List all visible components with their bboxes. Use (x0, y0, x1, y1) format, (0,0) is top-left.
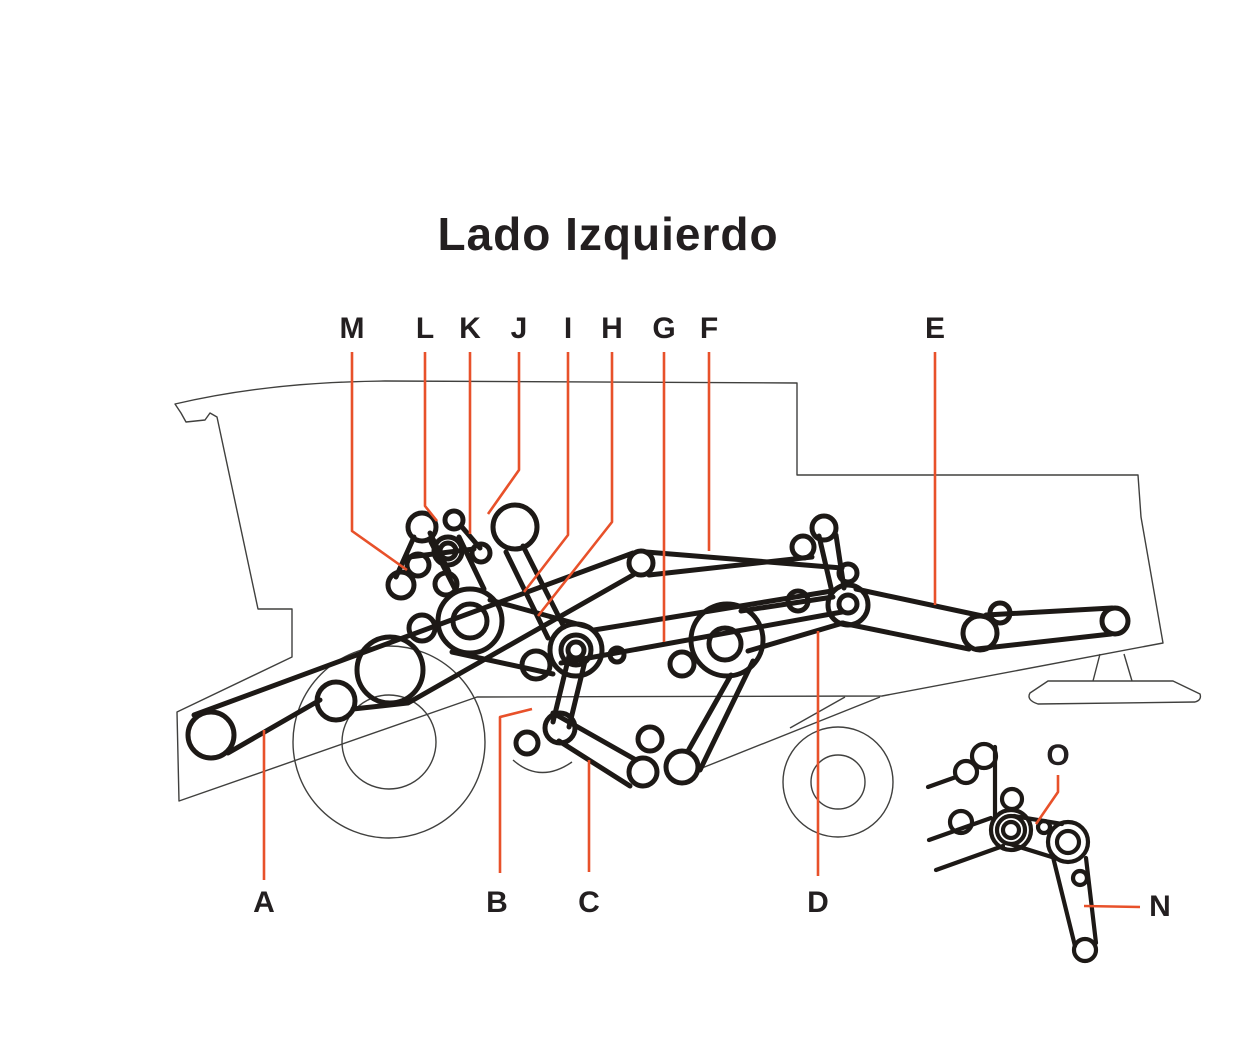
belt-d-lower (745, 620, 846, 654)
belt-e-run (839, 586, 1131, 653)
callout-label-B: B (486, 886, 508, 919)
callout-labels: M L K J I H G F E A B C D O N (253, 312, 1171, 923)
callout-label-F: F (700, 312, 718, 345)
belt-i-lower (503, 549, 551, 641)
combine-body-silhouette (174, 380, 1164, 802)
front-wheel (292, 645, 486, 839)
leader-line-M (350, 352, 408, 572)
center-multigroove-pulley (449, 543, 605, 682)
callout-label-G: G (652, 312, 675, 345)
callout-label-J: J (511, 312, 528, 345)
rear-wheel (782, 726, 894, 838)
callout-label-O: O (1046, 739, 1069, 772)
callout-label-L: L (416, 312, 434, 345)
leader-line-O (1034, 775, 1060, 825)
belt-f-long-run (626, 513, 845, 578)
leader-line-B (498, 707, 533, 873)
callout-label-M: M (340, 312, 365, 345)
callout-label-C: C (578, 886, 600, 919)
belt-a-feeder-drive (185, 550, 636, 761)
belt-c-serpentine (550, 658, 756, 789)
callout-label-H: H (601, 312, 623, 345)
callout-label-K: K (459, 312, 481, 345)
callout-label-D: D (807, 886, 829, 919)
leader-line-I (522, 352, 570, 593)
leader-line-J (486, 352, 521, 515)
leader-line-H (536, 352, 614, 617)
page-title: Lado Izquierdo (437, 208, 778, 260)
callout-label-N: N (1149, 890, 1171, 923)
belt-h-lower (449, 649, 556, 677)
inset-detail-view (925, 741, 1099, 964)
callout-label-A: A (253, 886, 275, 919)
leader-lines (262, 352, 1141, 909)
pulley-cluster-upper-left (385, 502, 540, 601)
callout-label-I: I (564, 312, 572, 345)
belt-d (738, 594, 836, 614)
body-brace-line (701, 696, 881, 769)
callout-label-E: E (925, 312, 945, 345)
rear-support-stand (1028, 653, 1202, 705)
belt-drive-system (185, 502, 1131, 789)
belt-guard-arc (512, 759, 573, 774)
machine-outline (174, 380, 1202, 839)
rear-sheave-stack (738, 532, 871, 654)
belt-i (520, 543, 567, 630)
belt-g-run (558, 588, 845, 679)
main-drive-pulley (406, 586, 505, 656)
leader-line-L (423, 352, 439, 522)
idler-lever-arm (1050, 854, 1078, 949)
leader-line-N (1083, 904, 1141, 909)
